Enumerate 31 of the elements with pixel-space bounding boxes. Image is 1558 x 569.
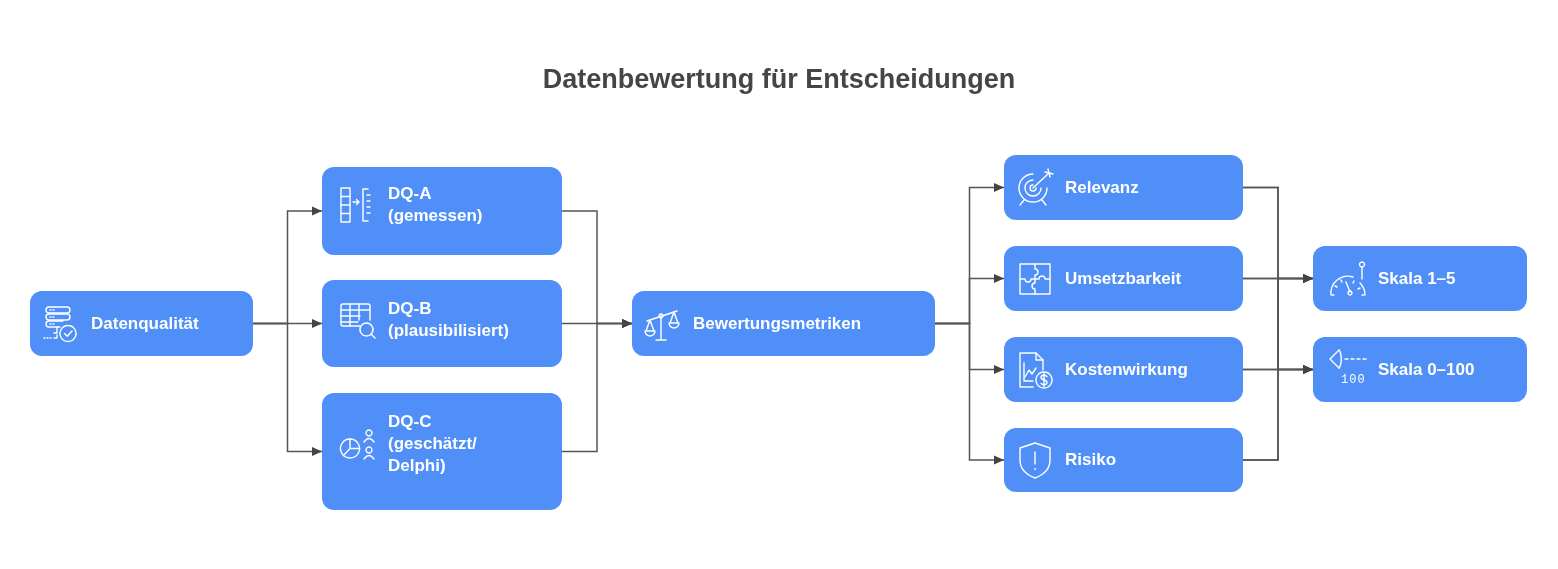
node-label: Relevanz bbox=[1065, 176, 1139, 199]
node-heading: DQ-A bbox=[388, 183, 433, 205]
process-box bbox=[1004, 428, 1243, 492]
arrow bbox=[561, 319, 633, 453]
process-box bbox=[1313, 337, 1527, 402]
node-label: Skala 1–5 bbox=[1378, 267, 1456, 290]
process-box bbox=[632, 291, 935, 356]
process-box bbox=[1313, 246, 1527, 311]
node-label: Datenqualität bbox=[91, 312, 199, 335]
node-label: Kostenwirkung bbox=[1065, 358, 1188, 381]
node-label: Risiko bbox=[1065, 449, 1117, 471]
node-description: (plausibilisiert) bbox=[388, 319, 509, 342]
arrow bbox=[1242, 365, 1314, 461]
node-heading: DQ-C bbox=[388, 410, 433, 433]
process-box bbox=[30, 291, 253, 356]
node-label: Skala 0–100 bbox=[1378, 358, 1475, 381]
process-box bbox=[322, 280, 562, 367]
process-box bbox=[1004, 337, 1243, 402]
process-box bbox=[322, 167, 562, 255]
node-heading: DQ-B bbox=[388, 297, 433, 320]
process-box bbox=[1004, 155, 1243, 220]
process-box bbox=[1004, 246, 1243, 311]
node-description: (geschätzt/ Delphi) bbox=[388, 432, 478, 477]
node-description: (gemessen) bbox=[388, 205, 483, 227]
scale-value-label: 100 bbox=[1341, 373, 1366, 387]
arrow bbox=[252, 322, 323, 456]
node-label: Bewertungsmetriken bbox=[693, 312, 862, 335]
node-label: Umsetzbarkeit bbox=[1065, 267, 1182, 290]
arrow bbox=[934, 322, 1005, 465]
process-box bbox=[322, 393, 562, 510]
diagram-title: Datenbewertung für Entscheidungen bbox=[541, 63, 1017, 96]
